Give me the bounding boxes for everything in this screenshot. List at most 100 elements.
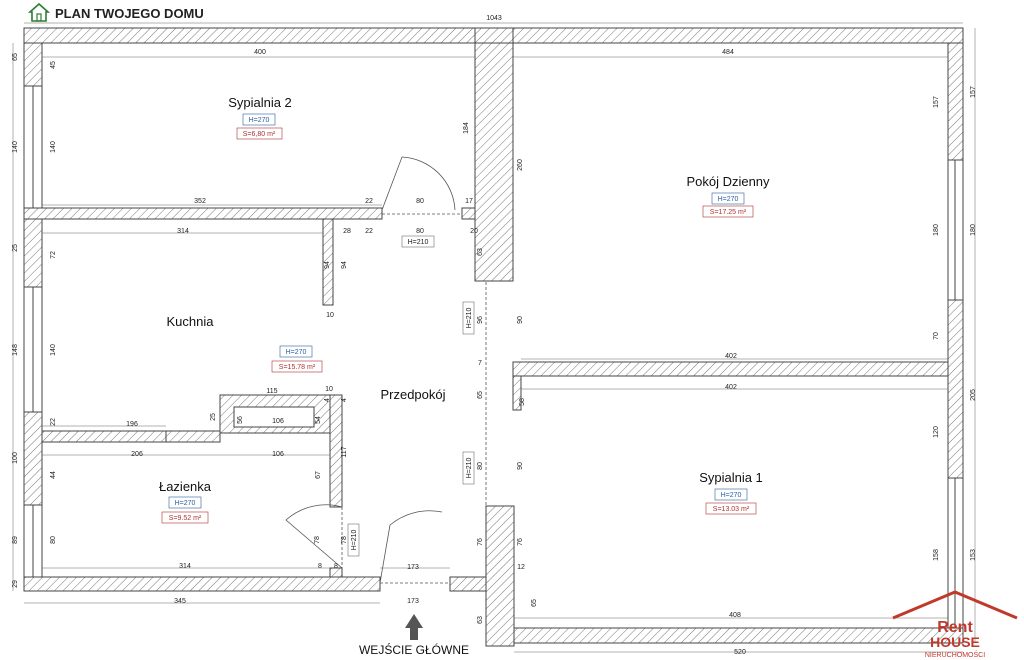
dim: 94 xyxy=(341,261,348,269)
dim: 80 xyxy=(477,462,484,470)
dim: 408 xyxy=(729,612,741,619)
room-height: H=270 xyxy=(721,492,742,499)
dim: 65 xyxy=(531,599,538,607)
doors xyxy=(285,156,487,584)
door-height: H=210 xyxy=(351,529,358,550)
dim: 76 xyxy=(517,538,524,546)
house-icon xyxy=(27,2,51,22)
dim: 153 xyxy=(970,549,977,561)
dim: 8 xyxy=(334,563,338,570)
dim: 115 xyxy=(266,388,277,395)
room-sypialnia-1: Sypialnia 1 H=270 S=13.03 m² xyxy=(699,470,763,515)
dim: 140 xyxy=(50,344,57,356)
dim: 44 xyxy=(50,471,57,479)
room-name: Sypialnia 2 xyxy=(228,95,292,110)
dim: 67 xyxy=(315,471,322,479)
dim: 63 xyxy=(477,616,484,624)
dim: 260 xyxy=(517,159,524,171)
room-area: S=9.52 m² xyxy=(169,515,202,522)
dim: 22 xyxy=(365,228,373,235)
dim: 140 xyxy=(50,141,57,153)
dim: 10 xyxy=(326,312,334,319)
dim: 4 xyxy=(324,398,331,402)
dim: 22 xyxy=(50,418,57,426)
door-height: H=210 xyxy=(466,457,473,478)
dim: 314 xyxy=(177,228,189,235)
room-przedpokoj: Przedpokój xyxy=(380,387,445,402)
dim: 180 xyxy=(970,224,977,236)
room-name: Łazienka xyxy=(159,479,212,494)
dim: 78 xyxy=(314,536,321,544)
door-height: H=210 xyxy=(466,307,473,328)
watermark-line2: HOUSE xyxy=(930,634,980,650)
dim: 17 xyxy=(465,198,473,205)
entrance-label: WEJŚCIE GŁÓWNE xyxy=(359,642,469,657)
dim: 78 xyxy=(341,536,348,544)
dim: 196 xyxy=(126,421,138,428)
dim: 402 xyxy=(725,384,737,391)
watermark-logo: Rent HOUSE NIERUCHOMOŚCI xyxy=(892,590,1018,659)
windows xyxy=(23,85,964,629)
room-area: S=6,80 m² xyxy=(243,131,276,138)
dim: 4 xyxy=(341,398,348,402)
dim: 12 xyxy=(517,564,525,571)
dim: 76 xyxy=(477,538,484,546)
dim: 80 xyxy=(416,228,424,235)
dim: 206 xyxy=(131,451,143,458)
entrance-arrow-icon xyxy=(405,614,423,640)
dim: 25 xyxy=(210,413,217,421)
dim: 352 xyxy=(194,198,206,205)
room-name: Kuchnia xyxy=(167,314,215,329)
dim: 25 xyxy=(12,244,19,252)
dim: 58 xyxy=(519,398,526,406)
dim: 94 xyxy=(324,261,331,269)
dim: 173 xyxy=(407,598,419,605)
dim: 8 xyxy=(318,563,322,570)
dim: 520 xyxy=(734,649,746,656)
dim: 80 xyxy=(416,198,424,205)
dim: 157 xyxy=(970,86,977,98)
dim: 184 xyxy=(463,122,470,134)
door-height: H=210 xyxy=(408,239,429,246)
dim: 65 xyxy=(12,53,19,61)
dim: 400 xyxy=(254,49,266,56)
dim: 54 xyxy=(315,416,322,424)
dim: 65 xyxy=(477,391,484,399)
room-kuchnia: Kuchnia H=270 S=15.78 m² xyxy=(167,314,323,373)
dim: 10 xyxy=(325,386,333,393)
dim: 90 xyxy=(517,462,524,470)
dim: 70 xyxy=(933,332,940,340)
dim: 90 xyxy=(517,316,524,324)
dim: 180 xyxy=(933,224,940,236)
dimension-labels-horizontal: 1043 400 484 352 22 80 17 314 28 22 80 2… xyxy=(126,15,746,656)
dim: 148 xyxy=(12,344,19,356)
room-lazienka: Łazienka H=270 S=9.52 m² xyxy=(159,479,212,524)
dim: 345 xyxy=(174,598,186,605)
dim: 20 xyxy=(470,228,478,235)
walls xyxy=(23,27,964,647)
dim: 120 xyxy=(933,426,940,438)
room-sypialnia-2: Sypialnia 2 H=270 S=6,80 m² xyxy=(228,95,292,140)
dim: 106 xyxy=(272,451,284,458)
room-area: S=17.25 m² xyxy=(710,209,747,216)
dim: 29 xyxy=(12,580,19,588)
door-height-tags: H=210 H=210 H=210 H=210 xyxy=(347,235,475,557)
dim: 106 xyxy=(272,418,284,425)
dim: 314 xyxy=(179,563,191,570)
dim: 117 xyxy=(341,446,348,457)
dim: 28 xyxy=(343,228,351,235)
room-name: Przedpokój xyxy=(380,387,445,402)
dim: 63 xyxy=(477,248,484,256)
dim: 56 xyxy=(237,416,244,424)
room-name: Sypialnia 1 xyxy=(699,470,763,485)
dim: 173 xyxy=(407,564,419,571)
room-height: H=270 xyxy=(718,196,739,203)
dim: 72 xyxy=(50,251,57,259)
watermark-line1: Rent xyxy=(937,619,973,636)
dimension-labels-vertical: 65 45 140 140 25 72 148 140 22 100 44 89… xyxy=(12,53,977,624)
room-area: S=13.03 m² xyxy=(713,506,750,513)
dim: 89 xyxy=(12,536,19,544)
dim: 1043 xyxy=(486,15,502,22)
dim: 484 xyxy=(722,49,734,56)
